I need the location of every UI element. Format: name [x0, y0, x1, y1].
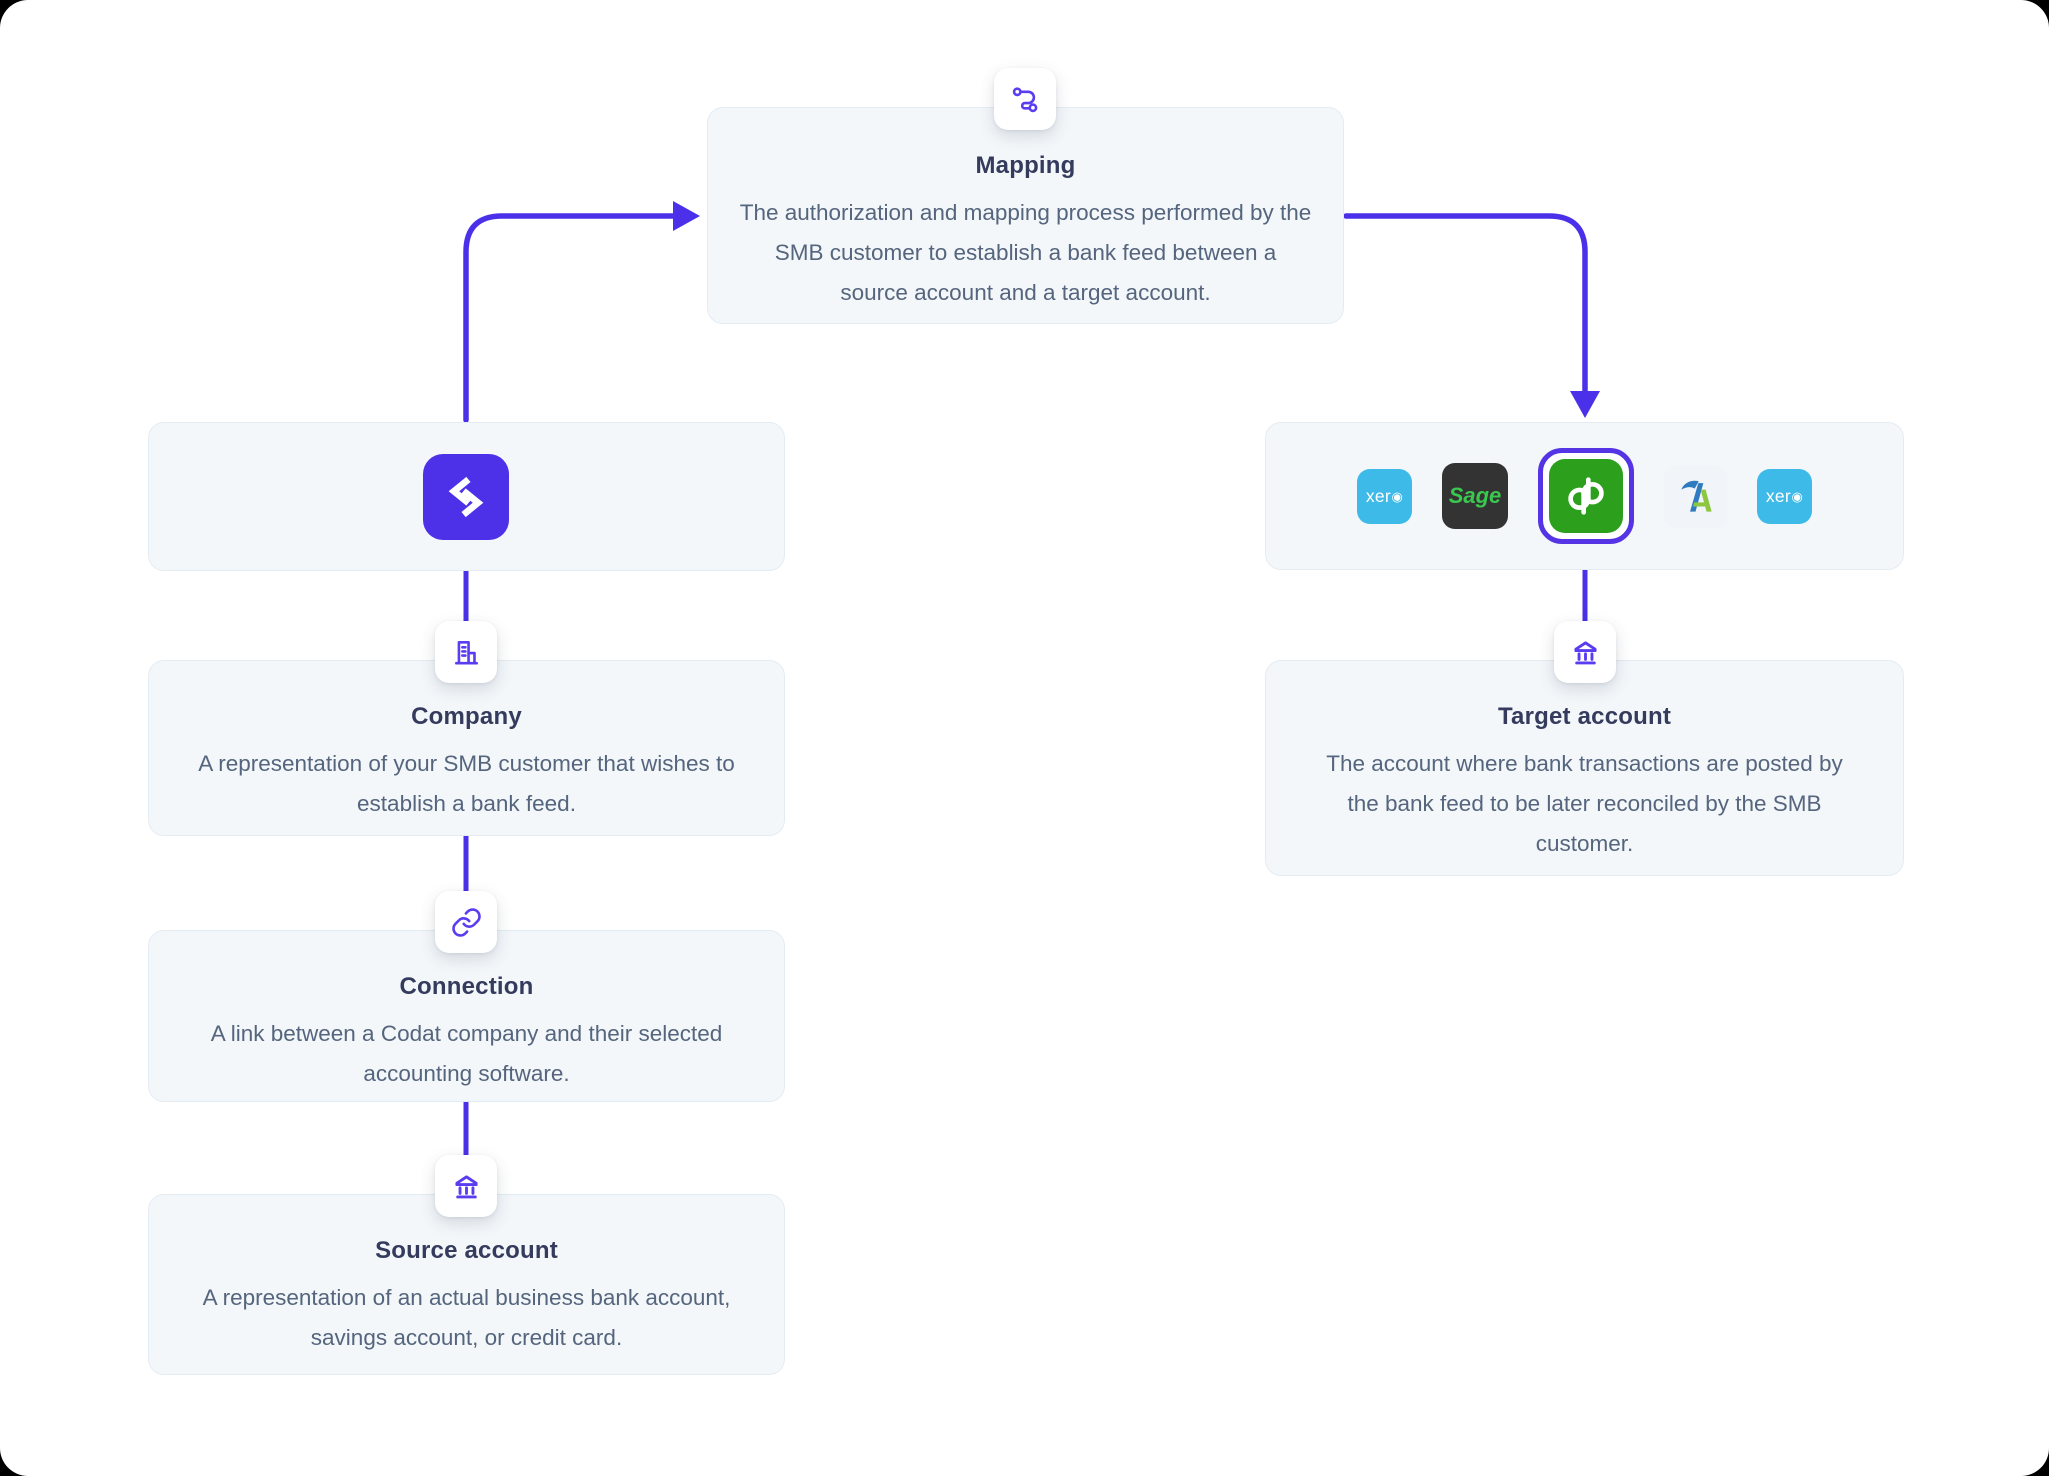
mapping-icon-badge	[994, 68, 1056, 130]
link-icon	[451, 907, 481, 937]
arrow-mapping-to-integrations	[1343, 213, 1600, 418]
codat-chevrons-icon	[448, 476, 484, 518]
arrowhead-right	[673, 201, 700, 231]
sage-logo-text: Sage	[1448, 483, 1502, 508]
freeagent-a-icon	[1680, 480, 1712, 512]
arrow-codat-to-mapping	[463, 201, 700, 423]
source-account-icon-badge	[435, 1155, 497, 1217]
xero-logo-o-mark: ◉	[1391, 488, 1404, 504]
xero-logo: xer◉	[1757, 468, 1812, 524]
quickbooks-logo	[1549, 459, 1623, 533]
source-account-title: Source account	[375, 1237, 558, 1264]
quickbooks-qb-icon	[1568, 477, 1604, 515]
quickbooks-logo-selected	[1538, 448, 1634, 544]
mapping-description: The authorization and mapping process pe…	[739, 200, 1312, 305]
target-account-icon-badge	[1554, 621, 1616, 683]
arrowhead-down	[1570, 391, 1600, 418]
company-title: Company	[411, 703, 522, 730]
xero-logo: xer◉	[1357, 468, 1412, 524]
xero-logo-o-mark: ◉	[1791, 488, 1804, 504]
xero-logo-text: xer	[1365, 485, 1392, 506]
codat-logo	[423, 454, 509, 540]
connection-card: Connection A link between a Codat compan…	[148, 930, 785, 1102]
target-account-card: Target account The account where bank tr…	[1265, 660, 1904, 876]
integrations-logo-row: xer◉ Sage	[1265, 422, 1904, 570]
company-icon-badge	[435, 621, 497, 683]
target-account-title: Target account	[1497, 703, 1672, 730]
bank-icon	[1573, 640, 1597, 664]
connection-title: Connection	[399, 973, 534, 1000]
xero-logo-text: xer	[1765, 485, 1792, 506]
route-icon	[1012, 86, 1037, 112]
source-account-card: Source account A representation of an ac…	[148, 1194, 785, 1375]
company-card: Company A representation of your SMB cus…	[148, 660, 785, 836]
company-description: A representation of your SMB customer th…	[198, 751, 735, 816]
connection-icon-badge	[435, 891, 497, 953]
source-account-description: A representation of an actual business b…	[202, 1285, 731, 1350]
bank-icon	[454, 1174, 478, 1198]
connection-description: A link between a Codat company and their…	[210, 1021, 723, 1086]
mapping-card: Mapping The authorization and mapping pr…	[707, 107, 1344, 324]
mapping-title: Mapping	[975, 152, 1076, 179]
building-icon	[454, 640, 478, 665]
sage-logo: Sage	[1442, 463, 1508, 529]
freeagent-logo	[1664, 464, 1727, 528]
target-account-description: The account where bank transactions are …	[1326, 751, 1843, 856]
